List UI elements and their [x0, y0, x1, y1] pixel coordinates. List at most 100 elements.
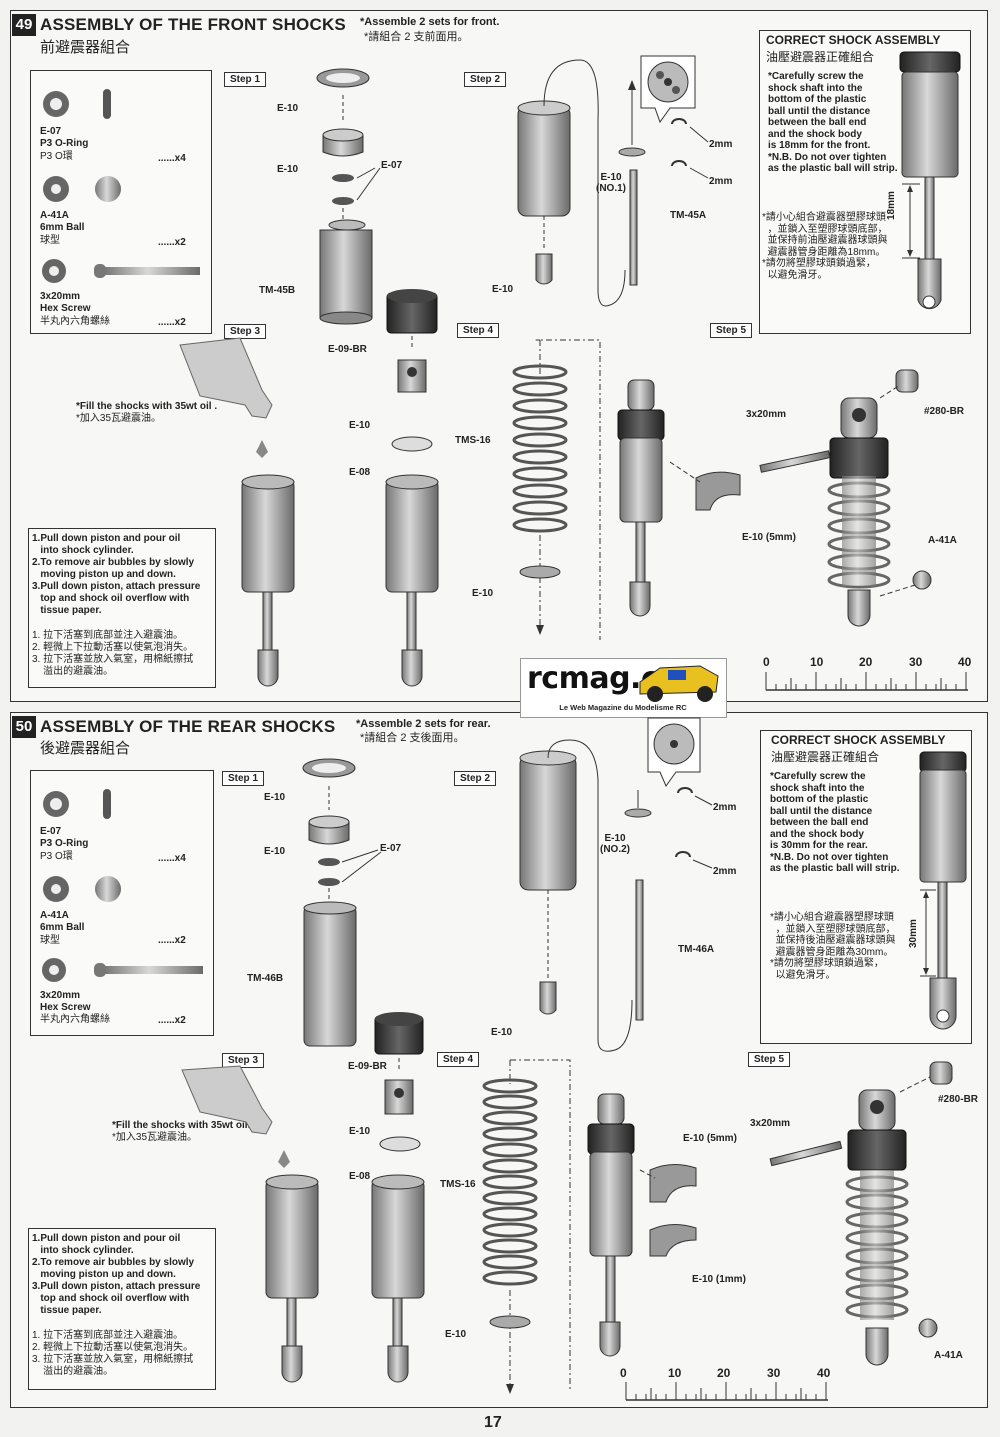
front-s3-e09: E-09-BR — [328, 344, 367, 355]
front-part-oring-name-cn: P3 O環 — [40, 151, 73, 162]
front-step-number: 49 — [12, 14, 36, 36]
front-s5-a41: A-41A — [928, 535, 957, 546]
front-ruler-20: 20 — [859, 655, 873, 669]
rear-part-screw-code: 3x20mm — [40, 990, 81, 1001]
front-s2-e10no: E-10 (NO.1) — [596, 172, 626, 194]
rear-part-ball-qty: ......x2 — [158, 935, 186, 946]
rear-step-number: 50 — [12, 716, 36, 738]
rear-s3-e10: E-10 — [349, 1126, 371, 1137]
rear-s4-tms: TMS-16 — [440, 1179, 476, 1190]
front-instructions-cn: 1. 拉下活塞到底部並注入避震油。 2. 輕微上下拉動活塞以使氣泡消失。 3. … — [32, 630, 194, 677]
front-part-ball-qty: ......x2 — [158, 237, 186, 248]
front-part-ball-code: A-41A — [40, 210, 69, 221]
front-step5-label: Step 5 — [710, 323, 753, 338]
front-s2-e10no-text: E-10 (NO.1) — [596, 172, 626, 194]
rear-step3-label: Step 3 — [222, 1053, 265, 1068]
front-ruler-40: 40 — [958, 655, 972, 669]
rear-s2-e10no-text: E-10 (NO.2) — [600, 833, 630, 855]
rear-correct-title: CORRECT SHOCK ASSEMBLY — [771, 733, 946, 747]
front-s1-tm: TM-45B — [259, 285, 296, 296]
front-s2-tm: TM-45A — [670, 210, 707, 221]
front-s4-e10: E-10 — [472, 588, 494, 599]
front-s4-e10-5mm: E-10 (5mm) — [742, 532, 796, 543]
front-part-oring-qty: ......x4 — [158, 153, 186, 164]
rear-instructions: 1.Pull down piston and pour oil into sho… — [32, 1233, 201, 1316]
front-s3-e08: E-08 — [349, 467, 371, 478]
front-s3-e10: E-10 — [349, 420, 371, 431]
rear-correct-dimension: 30mm — [908, 919, 919, 948]
front-step4-label: Step 4 — [457, 323, 500, 338]
rear-part-screw-name: Hex Screw — [40, 1002, 91, 1013]
front-ruler-10: 10 — [810, 655, 824, 669]
front-step1-label: Step 1 — [224, 72, 267, 87]
front-instructions: 1.Pull down piston and pour oil into sho… — [32, 533, 201, 616]
rear-part-oring-name: P3 O-Ring — [40, 838, 89, 849]
rear-assemble-note-cn: *請組合 2 支後面用。 — [360, 732, 465, 744]
rear-step2-label: Step 2 — [454, 771, 497, 786]
rear-fill-note-cn: *加入35瓦避震油。 — [112, 1132, 198, 1143]
rear-instructions-box — [28, 1228, 216, 1390]
front-s2-2mm-b: 2mm — [709, 176, 733, 187]
rear-assemble-note: *Assemble 2 sets for rear. — [356, 718, 491, 730]
front-step3-label: Step 3 — [224, 324, 267, 339]
front-part-oring-code: E-07 — [40, 126, 62, 137]
rear-part-screw-qty: ......x2 — [158, 1015, 186, 1026]
rear-s2-e10: E-10 — [491, 1027, 513, 1038]
rear-part-oring-code: E-07 — [40, 826, 62, 837]
front-s4-tms: TMS-16 — [455, 435, 491, 446]
front-s2-e10: E-10 — [492, 284, 514, 295]
rear-correct-title-cn: 油壓避震器正確組合 — [771, 750, 880, 764]
rear-title-cn: 後避震器組合 — [40, 740, 131, 757]
front-part-screw-name: Hex Screw — [40, 303, 91, 314]
rear-s4-e10-1mm: E-10 (1mm) — [692, 1274, 746, 1285]
front-s1-e10-top: E-10 — [277, 103, 299, 114]
rear-s5-280: #280-BR — [938, 1094, 979, 1105]
logo-tagline: Le Web Magazine du Modelisme RC — [559, 703, 687, 712]
front-assemble-note: *Assemble 2 sets for front. — [360, 16, 500, 28]
rear-part-oring-qty: ......x4 — [158, 853, 186, 864]
rear-ruler-40: 40 — [817, 1366, 831, 1380]
rear-s1-e07: E-07 — [380, 843, 402, 854]
rear-step1-label: Step 1 — [222, 771, 265, 786]
front-correct-text-cn: *請小心組合避震器塑膠球頭 ，並鎖入至塑膠球頭底部， 並保持前油壓避震器球頭與 … — [762, 212, 888, 281]
rear-s3-e08: E-08 — [349, 1171, 371, 1182]
rear-part-oring-name-cn: P3 O環 — [40, 851, 73, 862]
rear-s5-a41: A-41A — [934, 1350, 963, 1361]
front-s5-screw: 3x20mm — [746, 409, 787, 420]
rear-s3-e09: E-09-BR — [348, 1061, 387, 1072]
rear-ruler-20: 20 — [717, 1366, 731, 1380]
rear-ruler-30: 30 — [767, 1366, 781, 1380]
rear-instructions-cn: 1. 拉下活塞到底部並注入避震油。 2. 輕微上下拉動活塞以使氣泡消失。 3. … — [32, 1330, 194, 1377]
rear-s4-e10-5mm: E-10 (5mm) — [683, 1133, 737, 1144]
rear-s2-e10no: E-10 (NO.2) — [600, 833, 630, 855]
front-title: ASSEMBLY OF THE FRONT SHOCKS — [40, 15, 346, 34]
rear-s4-e10: E-10 — [445, 1329, 467, 1340]
front-s5-280: #280-BR — [924, 406, 965, 417]
rear-s5-screw: 3x20mm — [750, 1118, 791, 1129]
rear-s1-e10-top: E-10 — [264, 792, 286, 803]
rear-parts-box — [30, 770, 214, 1036]
front-part-screw-code: 3x20mm — [40, 291, 81, 302]
rear-part-ball-code: A-41A — [40, 910, 69, 921]
rear-part-ball-name-cn: 球型 — [40, 935, 60, 946]
front-correct-dimension: 18mm — [886, 191, 897, 220]
rear-part-ball-name: 6mm Ball — [40, 922, 85, 933]
front-correct-title-cn: 油壓避震器正確組合 — [766, 50, 875, 64]
front-s1-e10-mid: E-10 — [277, 164, 299, 175]
page-number: 17 — [484, 1414, 502, 1431]
rear-s1-tm: TM-46B — [247, 973, 284, 984]
rear-s2-2mm-a: 2mm — [713, 802, 737, 813]
rear-step4-label: Step 4 — [437, 1052, 480, 1067]
front-fill-note-cn: *加入35瓦避震油。 — [76, 413, 162, 424]
front-s1-e07: E-07 — [381, 160, 403, 171]
front-ruler-30: 30 — [909, 655, 923, 669]
front-title-cn: 前避震器組合 — [40, 39, 131, 56]
front-correct-text: *Carefully screw the shock shaft into th… — [768, 71, 898, 174]
front-correct-title: CORRECT SHOCK ASSEMBLY — [766, 33, 941, 47]
front-part-ball-name-cn: 球型 — [40, 235, 60, 246]
rear-step5-label: Step 5 — [748, 1052, 791, 1067]
rear-ruler-0: 0 — [620, 1366, 627, 1380]
rear-part-screw-name-cn: 半丸內六角螺絲 — [40, 1014, 110, 1025]
front-part-screw-name-cn: 半丸內六角螺絲 — [40, 316, 110, 327]
front-s2-2mm-a: 2mm — [709, 139, 733, 150]
